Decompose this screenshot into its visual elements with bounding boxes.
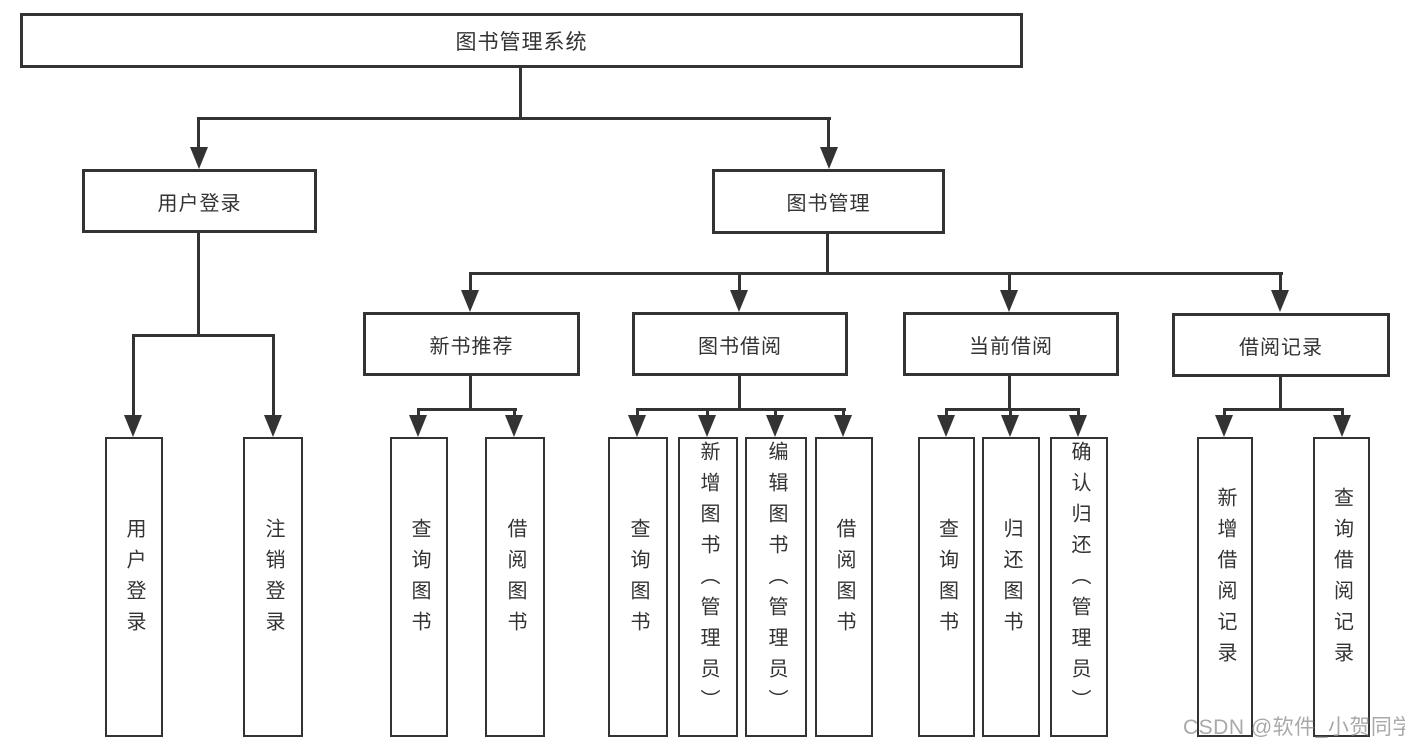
- node-leaf-add-borrow-record: 新增借阅记录: [1197, 437, 1253, 737]
- connector-line: [1223, 408, 1226, 417]
- connector-line: [1008, 272, 1011, 292]
- connector-line: [1008, 376, 1011, 410]
- node-borrow-records: 借阅记录: [1172, 313, 1390, 377]
- connector-line: [519, 68, 522, 119]
- arrowhead-down-icon: [1215, 415, 1233, 437]
- connector-line: [1341, 408, 1344, 417]
- node-leaf-borrow-books-recommend: 借阅图书: [485, 437, 545, 737]
- node-label: 新增借阅记录: [1214, 487, 1236, 673]
- arrowhead-down-icon: [124, 415, 142, 437]
- node-label: 用户登录: [157, 192, 242, 215]
- node-user-login: 用户登录: [82, 169, 317, 233]
- connector-line: [706, 408, 709, 417]
- arrowhead-down-icon: [1001, 415, 1019, 437]
- connector-line: [774, 408, 777, 417]
- connector-line: [469, 272, 1283, 275]
- watermark: CSDN @软件_小贺同学: [1183, 716, 1405, 739]
- connector-line: [945, 408, 1080, 411]
- connector-line: [827, 117, 830, 149]
- arrowhead-down-icon: [1333, 415, 1351, 437]
- node-leaf-query-books-borrow: 查询图书: [608, 437, 668, 737]
- node-book-borrow: 图书借阅: [632, 312, 848, 376]
- connector-line: [197, 117, 831, 120]
- node-leaf-logout: 注销登录: [243, 437, 303, 737]
- node-label: 查询图书: [408, 518, 430, 642]
- connector-line: [1279, 272, 1282, 292]
- connector-line: [469, 376, 472, 410]
- arrowhead-down-icon: [766, 415, 784, 437]
- node-label: 编辑图书（管理员）: [765, 440, 787, 720]
- connector-line: [636, 408, 846, 411]
- arrowhead-down-icon: [1271, 290, 1289, 312]
- node-leaf-query-books-current: 查询图书: [918, 437, 975, 737]
- node-book-management: 图书管理: [712, 169, 945, 234]
- node-leaf-borrow-books: 借阅图书: [815, 437, 873, 737]
- arrowhead-down-icon: [505, 415, 523, 437]
- node-leaf-return-books: 归还图书: [982, 437, 1040, 737]
- arrowhead-down-icon: [730, 290, 748, 312]
- arrowhead-down-icon: [834, 415, 852, 437]
- arrowhead-down-icon: [1000, 290, 1018, 312]
- connector-line: [945, 408, 948, 417]
- node-label: 查询借阅记录: [1330, 487, 1353, 673]
- arrowhead-down-icon: [409, 415, 427, 437]
- connector-line: [1009, 408, 1012, 417]
- arrowhead-down-icon: [1069, 415, 1087, 437]
- connector-line: [826, 234, 829, 275]
- node-current-borrow: 当前借阅: [903, 312, 1119, 376]
- arrowhead-down-icon: [461, 290, 479, 312]
- node-label: 注销登录: [262, 518, 284, 642]
- node-label: 借阅图书: [504, 518, 526, 642]
- connector-line: [197, 117, 200, 149]
- node-label: 图书管理: [786, 193, 871, 215]
- node-leaf-user-login: 用户登录: [105, 437, 163, 737]
- node-label: 查询图书: [935, 518, 958, 642]
- node-label: 当前借阅: [969, 335, 1053, 358]
- node-label: 借阅记录: [1239, 336, 1323, 359]
- arrowhead-down-icon: [820, 147, 838, 169]
- connector-line: [738, 376, 741, 410]
- connector-line: [1279, 377, 1282, 410]
- node-library-management-system: 图书管理系统: [20, 13, 1023, 68]
- arrowhead-down-icon: [264, 415, 282, 437]
- node-label: 用户登录: [123, 518, 145, 642]
- node-label: 查询图书: [627, 518, 649, 642]
- connector-line: [636, 408, 639, 417]
- connector-line: [469, 272, 472, 292]
- connector-line: [842, 408, 845, 417]
- connector-line: [197, 233, 200, 337]
- connector-line: [1077, 408, 1080, 417]
- node-label: 借阅图书: [833, 518, 855, 642]
- connector-line: [738, 272, 741, 292]
- arrowhead-down-icon: [698, 415, 716, 437]
- connector-line: [272, 334, 275, 417]
- node-leaf-query-books-recommend: 查询图书: [390, 437, 448, 737]
- arrowhead-down-icon: [628, 415, 646, 437]
- connector-line: [513, 408, 516, 417]
- node-leaf-query-borrow-record: 查询借阅记录: [1313, 437, 1370, 737]
- node-label: 图书管理系统: [455, 30, 588, 54]
- node-label: 新增图书（管理员）: [697, 440, 719, 720]
- connector-line: [132, 334, 275, 337]
- node-label: 确认归还（管理员）: [1068, 440, 1090, 720]
- connector-line: [1223, 408, 1344, 411]
- connector-line: [417, 408, 517, 411]
- connector-line: [417, 408, 420, 417]
- connector-line: [132, 334, 135, 417]
- arrowhead-down-icon: [190, 147, 208, 169]
- node-new-book-recommend: 新书推荐: [363, 312, 580, 376]
- arrowhead-down-icon: [937, 415, 955, 437]
- node-label: 图书借阅: [698, 335, 782, 358]
- node-leaf-confirm-return-admin: 确认归还（管理员）: [1050, 437, 1108, 737]
- node-label: 新书推荐: [429, 335, 514, 358]
- node-label: 归还图书: [1000, 518, 1022, 642]
- node-leaf-add-books-admin: 新增图书（管理员）: [678, 437, 738, 737]
- node-leaf-edit-books-admin: 编辑图书（管理员）: [745, 437, 807, 737]
